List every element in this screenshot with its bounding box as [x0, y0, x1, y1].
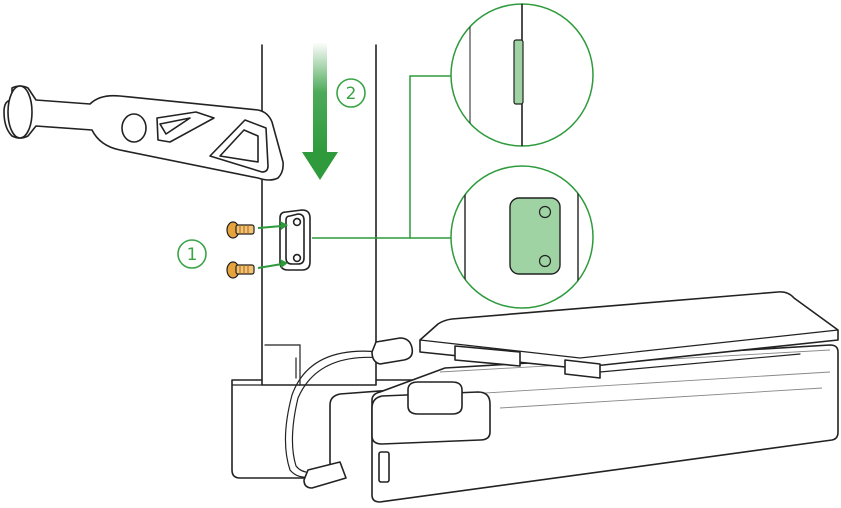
zoom-callout-top-icon: [451, 0, 593, 150]
screw-icon: [227, 262, 254, 278]
spool-holder-icon: [4, 86, 283, 180]
step-marker: 1: [178, 240, 206, 268]
screw-icon: [227, 222, 254, 238]
step-number-1: 1: [187, 245, 198, 265]
step-number-2: 2: [346, 84, 357, 104]
zoom-callout-bottom-icon: [451, 160, 593, 320]
mounting-plate-icon: [280, 210, 310, 270]
power-switch-icon: [379, 452, 389, 482]
